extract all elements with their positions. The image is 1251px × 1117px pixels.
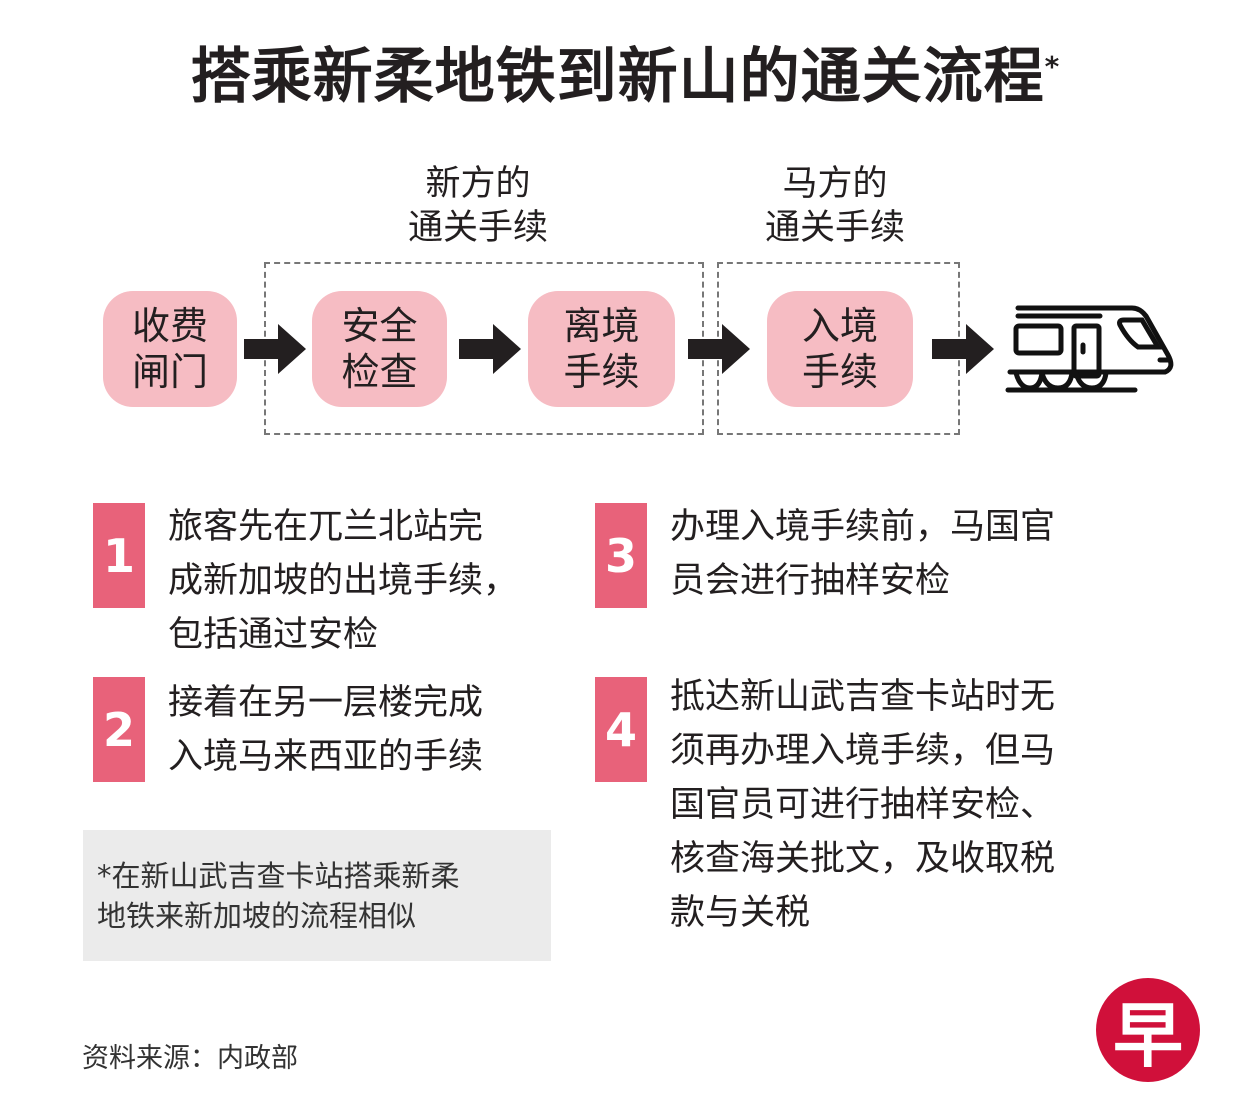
group-label-malaysia: 马方的 通关手续	[764, 164, 905, 248]
arrow-icon	[244, 324, 306, 374]
train-icon	[1005, 305, 1174, 393]
step-departure: 离境 手续	[528, 291, 675, 407]
note-text: 办理入境手续前，马国官 员会进行抽样安检	[670, 507, 1056, 601]
step-security-check: 安全 检查	[312, 291, 447, 407]
step-number-badge: 1	[93, 503, 145, 608]
note-text: 接着在另一层楼完成 入境马来西亚的手续	[168, 683, 484, 777]
title-text: 搭乘新柔地铁到新山的通关流程	[190, 42, 1045, 112]
zaobao-logo: 早	[1096, 978, 1200, 1082]
note-text: 旅客先在兀兰北站完 成新加坡的出境手续， 包括通过安检	[168, 507, 519, 655]
arrow-icon	[932, 324, 994, 374]
step-number-badge: 2	[93, 677, 145, 782]
title-asterisk: *	[1044, 50, 1061, 83]
page-title: 搭乘新柔地铁到新山的通关流程*	[0, 28, 1251, 115]
step-number-badge: 4	[595, 677, 647, 782]
source-text: 资料来源：内政部	[82, 1043, 298, 1074]
footnote-text: *在新山武吉查卡站搭乘新柔 地铁来新加坡的流程相似	[97, 859, 460, 933]
note-text: 抵达新山武吉查卡站时无 须再办理入境手续，但马 国官员可进行抽样安检、 核查海关…	[670, 677, 1056, 933]
step-fare-gate: 收费 闸门	[103, 291, 237, 407]
group-label-singapore: 新方的 通关手续	[407, 164, 548, 248]
step-arrival: 入境 手续	[767, 291, 913, 407]
footnote-box: *在新山武吉查卡站搭乘新柔 地铁来新加坡的流程相似	[83, 830, 551, 961]
step-number-badge: 3	[595, 503, 647, 608]
arrow-icon	[688, 324, 750, 374]
arrow-icon	[459, 324, 521, 374]
